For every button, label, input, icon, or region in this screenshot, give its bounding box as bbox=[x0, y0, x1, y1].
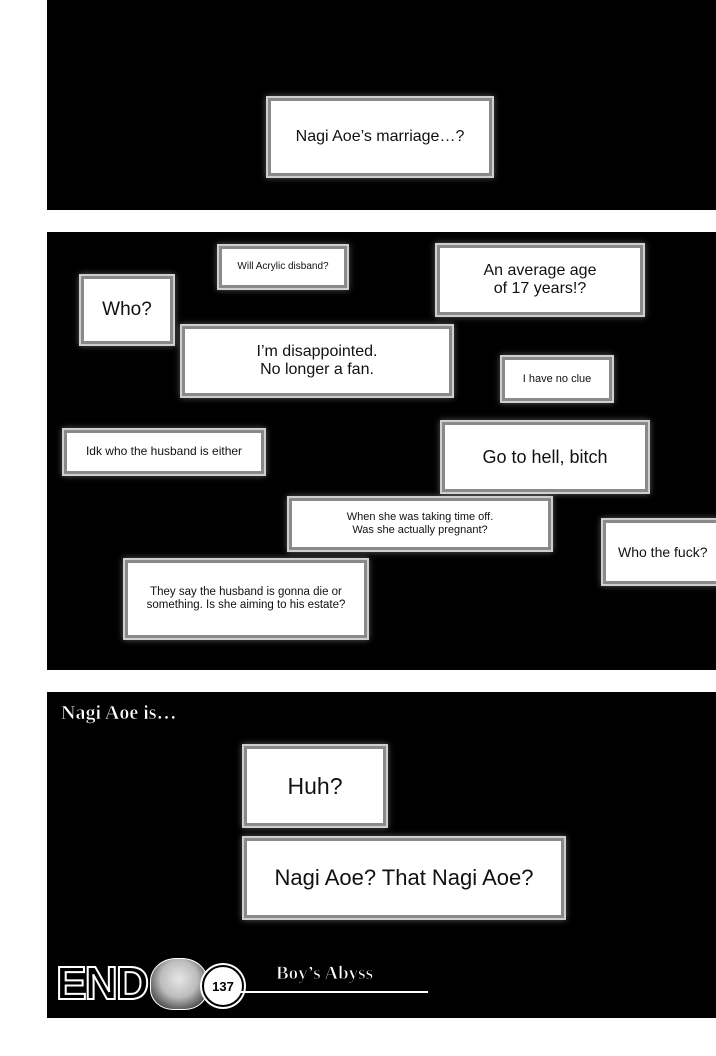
speech-bubble-marriage: Nagi Aoe’s marriage…? bbox=[268, 98, 492, 176]
speech-bubble-huh: Huh? bbox=[244, 746, 386, 826]
comment-who-the-fuck: Who the fuck? bbox=[603, 520, 716, 584]
comment-estate: They say the husband is gonna die or som… bbox=[125, 560, 367, 638]
title-underline bbox=[240, 991, 428, 993]
chapter-number-badge: 137 bbox=[202, 965, 244, 1007]
comment-acrylic-disband: Will Acrylic disband? bbox=[219, 246, 347, 288]
comment-who: Who? bbox=[81, 276, 173, 344]
comment-go-to-hell: Go to hell, bitch bbox=[442, 422, 648, 492]
series-title: Boy’s Abyss bbox=[276, 963, 374, 985]
character-face-icon bbox=[150, 958, 208, 1010]
narration-caption: Nagi Aoe is… bbox=[61, 702, 177, 725]
end-logo: END bbox=[55, 957, 150, 1009]
comment-average-age: An average age of 17 years!? bbox=[437, 245, 643, 315]
speech-bubble-that-nagi-aoe: Nagi Aoe? That Nagi Aoe? bbox=[244, 838, 564, 918]
comment-husband-unknown: Idk who the husband is either bbox=[64, 430, 264, 474]
comment-pregnant: When she was taking time off. Was she ac… bbox=[289, 498, 551, 550]
comment-disappointed: I’m disappointed. No longer a fan. bbox=[182, 326, 452, 396]
comment-no-clue: I have no clue bbox=[502, 357, 612, 401]
